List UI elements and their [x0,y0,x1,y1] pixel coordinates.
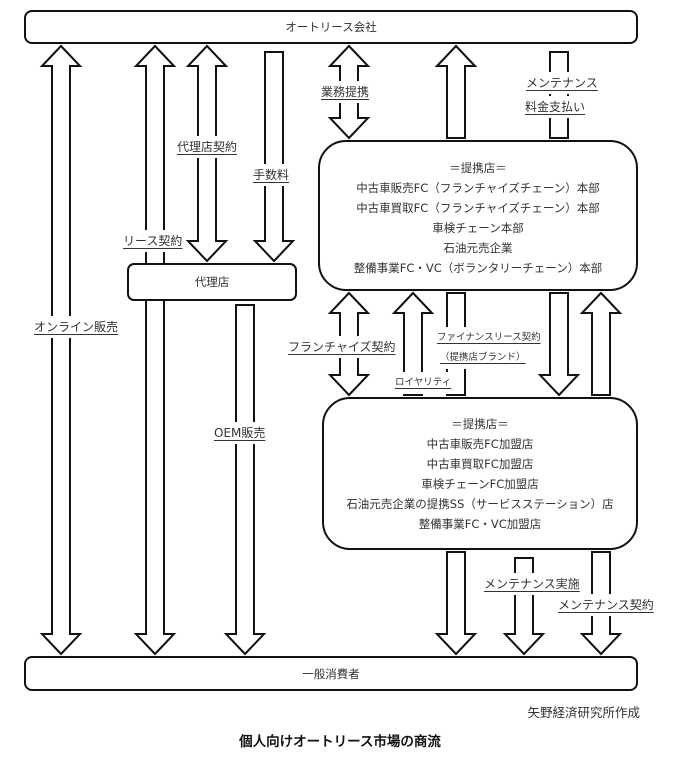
franchise-contract-label: フランチャイズ契約 [286,336,398,358]
partner-hq-line: 中古車販売FC（フランチャイズチェーン）本部 [356,180,600,195]
partner-stores-line: 中古車買取FC加盟店 [426,456,534,471]
maintenance-fee-arrow [549,51,569,139]
lease-contract-label: リース契約 [121,230,185,252]
finance-lease-label: （提携店ブランド） [438,347,528,369]
partner-stores-line: 中古車販売FC加盟店 [426,436,534,451]
lease-to-hq-arrow [434,44,478,139]
auto-lease-company-label: オートリース会社 [285,20,377,34]
diagram-title: 個人向けオートリース市場の商流 [239,734,441,750]
commission-label: 手数料 [251,164,292,186]
commission-arrow [252,51,296,263]
stores-to-hq-arrow [579,291,623,396]
agency-label: 代理店 [194,275,230,289]
partner-hq-box: ＝提携店＝ 中古車販売FC（フランチャイズチェーン）本部 中古車買取FC（フラン… [318,140,638,291]
maintenance-contract-label: メンテナンス契約 [556,594,656,616]
partner-hq-line: 整備事業FC・VC（ボランタリーチェーン）本部 [353,260,603,275]
partner-hq-line: ＝提携店＝ [449,160,507,175]
finance-lease-label: ファイナンスリース契約 [435,327,543,349]
maintenance-fee-label: メンテナンス [524,72,600,94]
partner-stores-box: ＝提携店＝ 中古車販売FC加盟店 中古車買取FC加盟店 車検チェーンFC加盟店 … [322,397,638,550]
maintenance-fee-label: 料金支払い [523,96,588,118]
lease-contract-arrow [133,44,177,656]
online-sales-label: オンライン販売 [32,316,121,338]
royalty-arrow [391,291,435,396]
oem-sales-label: OEM販売 [212,422,268,444]
partner-stores-line: 石油元売企業の提携SS（サービスステーション）店 [346,496,614,511]
agency-contract-label: 代理店契約 [175,136,240,158]
consumers-label: 一般消費者 [302,666,360,681]
partner-stores-line: 整備事業FC・VC加盟店 [418,516,542,531]
partner-stores-line: ＝提携店＝ [451,416,509,431]
maintenance-service-label: メンテナンス実施 [482,573,582,595]
partner-hq-line: 車検チェーン本部 [432,220,524,235]
hq-to-stores-arrow [537,292,581,397]
partner-hq-line: 中古車買取FC（フランチャイズチェーン）本部 [356,200,600,215]
stores-to-consumer-arrow-1 [434,551,478,656]
business-alliance-label: 業務提携 [319,81,372,103]
partner-hq-line: 石油元売企業 [443,240,513,255]
oem-sales-arrow [223,304,267,656]
consumers-box: 一般消費者 [24,656,638,691]
royalty-label: ロイヤリティ [393,372,454,394]
auto-lease-company-box: オートリース会社 [24,10,638,44]
partner-stores-line: 車検チェーンFC加盟店 [421,476,539,491]
credit-text: 矢野経済研究所作成 [527,705,640,720]
online-sales-arrow [39,44,83,656]
agency-box: 代理店 [127,263,297,301]
maintenance-service-arrow [502,557,546,656]
